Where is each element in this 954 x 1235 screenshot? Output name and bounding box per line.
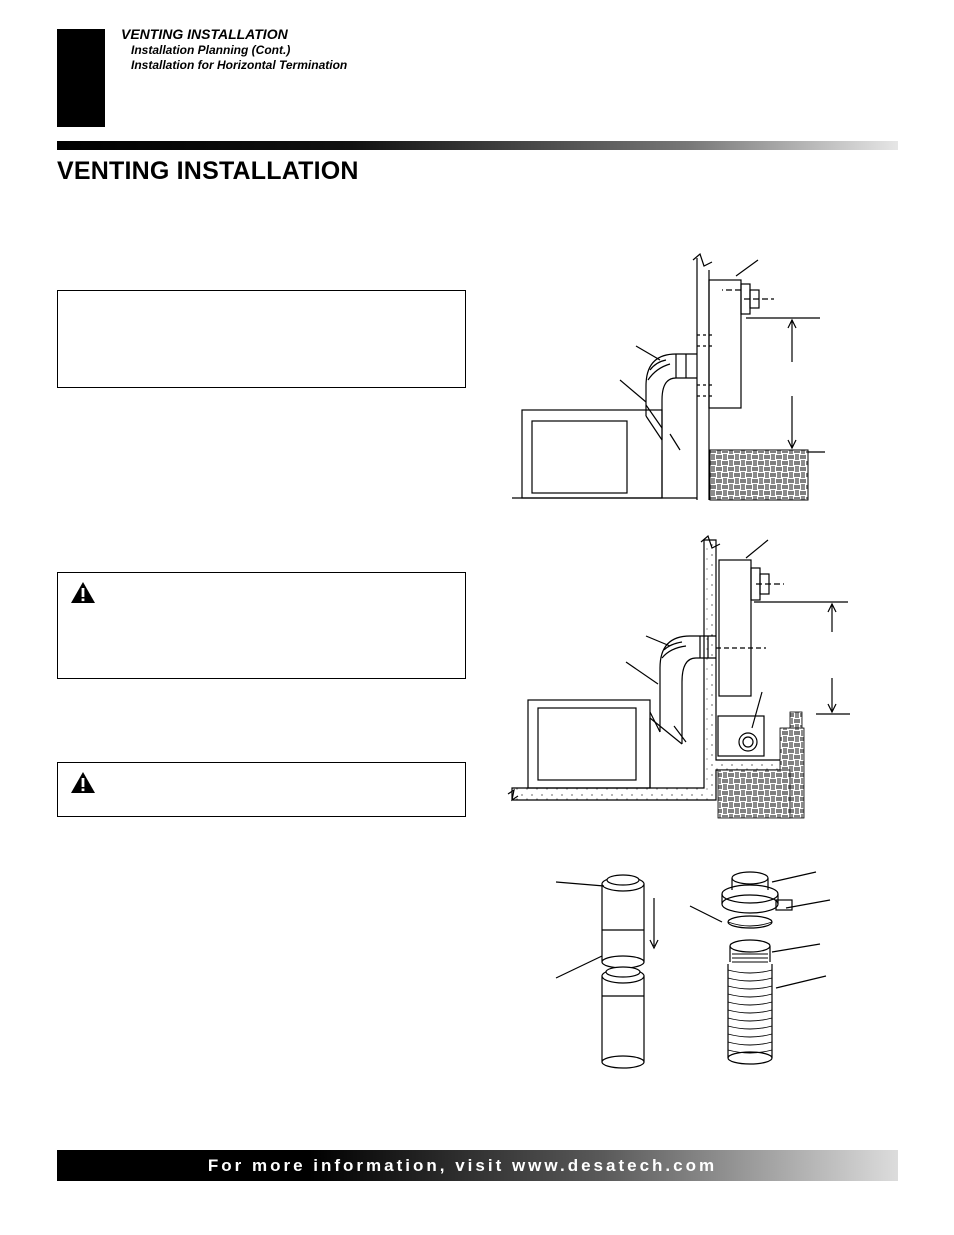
- footer-text: For more information, visit www.desatech…: [207, 1155, 718, 1175]
- page-title: VENTING INSTALLATION: [57, 157, 359, 185]
- warning-box: [57, 572, 466, 679]
- caution-box: [57, 762, 466, 817]
- masonry-termination-diagram: [507, 534, 850, 819]
- header-rule: [57, 141, 898, 150]
- header-section: VENTING INSTALLATION: [121, 26, 288, 42]
- footer-banner: For more information, visit www.desatech…: [57, 1150, 898, 1181]
- warning-triangle-icon: [71, 582, 95, 603]
- header-subsection-1: Installation Planning (Cont.): [131, 43, 291, 57]
- pipe-assembly-diagram: [555, 871, 831, 1069]
- header-subsection-2: Installation for Horizontal Termination: [131, 58, 348, 72]
- notice-box: [57, 290, 466, 388]
- horizontal-termination-diagram: [512, 252, 825, 501]
- section-tab: [57, 29, 105, 127]
- warning-triangle-icon: [71, 772, 95, 793]
- running-header: VENTING INSTALLATION Installation Planni…: [121, 26, 347, 73]
